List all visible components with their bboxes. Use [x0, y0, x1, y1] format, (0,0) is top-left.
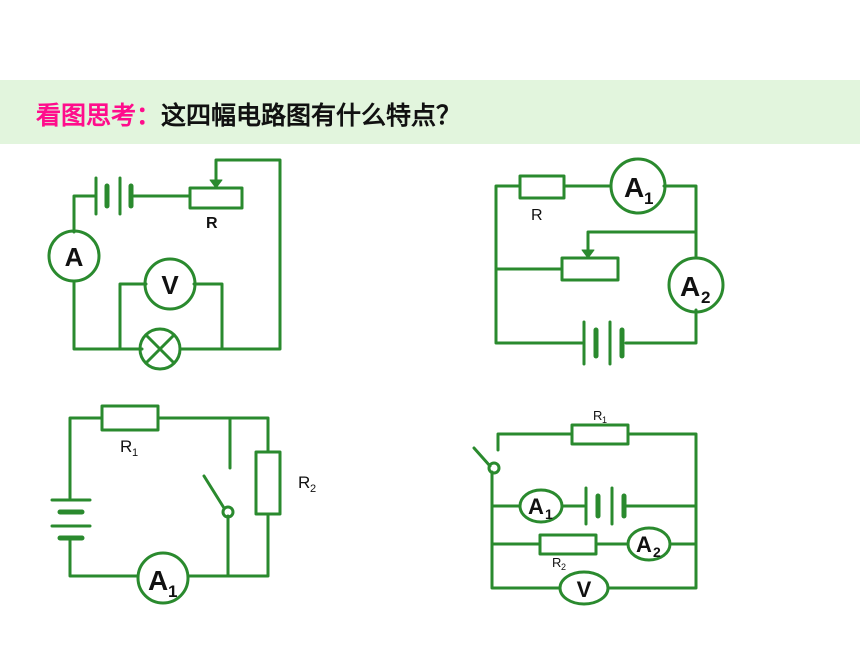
- c4-resistor-2: [538, 533, 598, 556]
- c4-r2-sub: 2: [561, 562, 566, 572]
- c3-r1-sub: 1: [132, 447, 138, 459]
- c2-rheostat-arrow: [581, 249, 595, 259]
- c4-ammeter-1-sub: 1: [545, 506, 553, 522]
- c4-ammeter-2: [626, 526, 672, 562]
- c2-rheostat: [560, 256, 620, 282]
- c1-rheostat: [188, 186, 244, 210]
- c1-ammeter: [47, 229, 101, 283]
- c2-resistor: [518, 174, 566, 200]
- c4-ammeter-1-label: A: [528, 494, 544, 519]
- c3-wires: [68, 416, 270, 578]
- c2-ammeter-1: [609, 157, 667, 215]
- c4-r2-label: R: [552, 555, 561, 570]
- c2-ammeter-1-label: A: [624, 172, 644, 203]
- title-keyword: 看图思考：: [36, 101, 162, 130]
- c2-ammeter-2: [667, 256, 725, 314]
- c4-r1-label: R: [593, 408, 602, 423]
- c3-r2-label: R: [298, 473, 310, 492]
- c1-ammeter-label: A: [65, 242, 84, 272]
- c2-resistor-label: R: [531, 207, 543, 224]
- c3-battery: [50, 498, 92, 541]
- c3-switch-contact: [221, 505, 235, 519]
- c4-switch-contact: [487, 461, 501, 475]
- c1-rheostat-label: R: [206, 215, 218, 232]
- c1-voltmeter-label: V: [161, 270, 179, 300]
- circuit-1: [47, 158, 282, 371]
- c4-switch-blade: [472, 446, 492, 468]
- c3-resistor-2: [254, 450, 282, 516]
- c4-resistor-1: [570, 423, 630, 446]
- c1-voltmeter: [143, 257, 197, 311]
- title-banner: [0, 80, 860, 144]
- c3-ammeter-label: A: [148, 565, 168, 596]
- c3-ammeter-sub: 1: [168, 582, 177, 601]
- c1-wires: [72, 158, 282, 351]
- c3-r2-sub: 2: [310, 483, 316, 495]
- c1-rheostat-arrow: [209, 179, 223, 189]
- c3-ammeter: [136, 551, 190, 605]
- c1-battery: [94, 176, 134, 216]
- c2-ammeter-2-sub: 2: [701, 288, 710, 307]
- c2-ammeter-2-label: A: [680, 271, 700, 302]
- c4-battery: [584, 486, 627, 526]
- circuit-4: [472, 423, 698, 606]
- circuit-2: [494, 157, 725, 366]
- c2-ammeter-1-sub: 1: [644, 189, 653, 208]
- c3-resistor-1: [100, 404, 160, 432]
- c3-r1-label: R: [120, 437, 132, 456]
- c1-lamp: [138, 327, 182, 371]
- c4-voltmeter-label: V: [577, 577, 592, 602]
- page-title: 看图思考：这四幅电路图有什么特点？: [36, 96, 461, 132]
- c4-ammeter-1: [518, 488, 564, 524]
- c4-wires: [472, 432, 698, 590]
- c4-ammeter-2-label: A: [636, 532, 652, 557]
- c4-ammeter-2-sub: 2: [653, 544, 661, 560]
- title-question: 这四幅电路图有什么特点？: [161, 101, 462, 130]
- c4-r1-sub: 1: [602, 415, 607, 425]
- c4-voltmeter: [558, 570, 610, 606]
- c3-switch-blade: [202, 474, 226, 510]
- c2-wires: [494, 184, 698, 345]
- c2-battery: [582, 320, 625, 366]
- circuit-3: [50, 404, 282, 605]
